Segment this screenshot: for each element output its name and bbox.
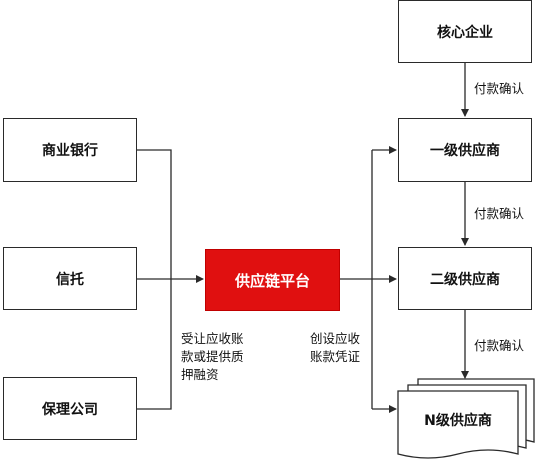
node-tierN-supplier: N级供应商 (424, 413, 492, 429)
label-voucher: 创设应收 账款凭证 (310, 330, 360, 366)
node-tier1-supplier: 一级供应商 (398, 118, 532, 182)
node-trust: 信托 (3, 247, 137, 310)
node-core-enterprise: 核心企业 (398, 0, 532, 63)
node-tier2-supplier: 二级供应商 (398, 247, 532, 310)
label-financing-line-2: 款或提供质 (181, 349, 244, 364)
node-commercial-bank: 商业银行 (3, 118, 137, 182)
label-financing-line-3: 押融资 (181, 367, 219, 382)
label-payment-confirm-3: 付款确认 (474, 338, 525, 353)
line-factoring-to-collector (137, 279, 172, 410)
node-factoring-company: 保理公司 (3, 377, 137, 440)
label-payment-confirm-1: 付款确认 (474, 81, 525, 96)
label-financing-line-1: 受让应收账 (181, 331, 244, 346)
label-voucher-line-2: 账款凭证 (310, 349, 361, 364)
label-payment-confirm-2: 付款确认 (474, 206, 525, 221)
node-supply-chain-platform: 供应链平台 (205, 249, 340, 311)
tierN-stack-shape (397, 378, 535, 459)
line-bank-to-collector (137, 149, 172, 279)
label-financing: 受让应收账 款或提供质 押融资 (181, 330, 244, 384)
label-voucher-line-1: 创设应收 (310, 331, 361, 346)
